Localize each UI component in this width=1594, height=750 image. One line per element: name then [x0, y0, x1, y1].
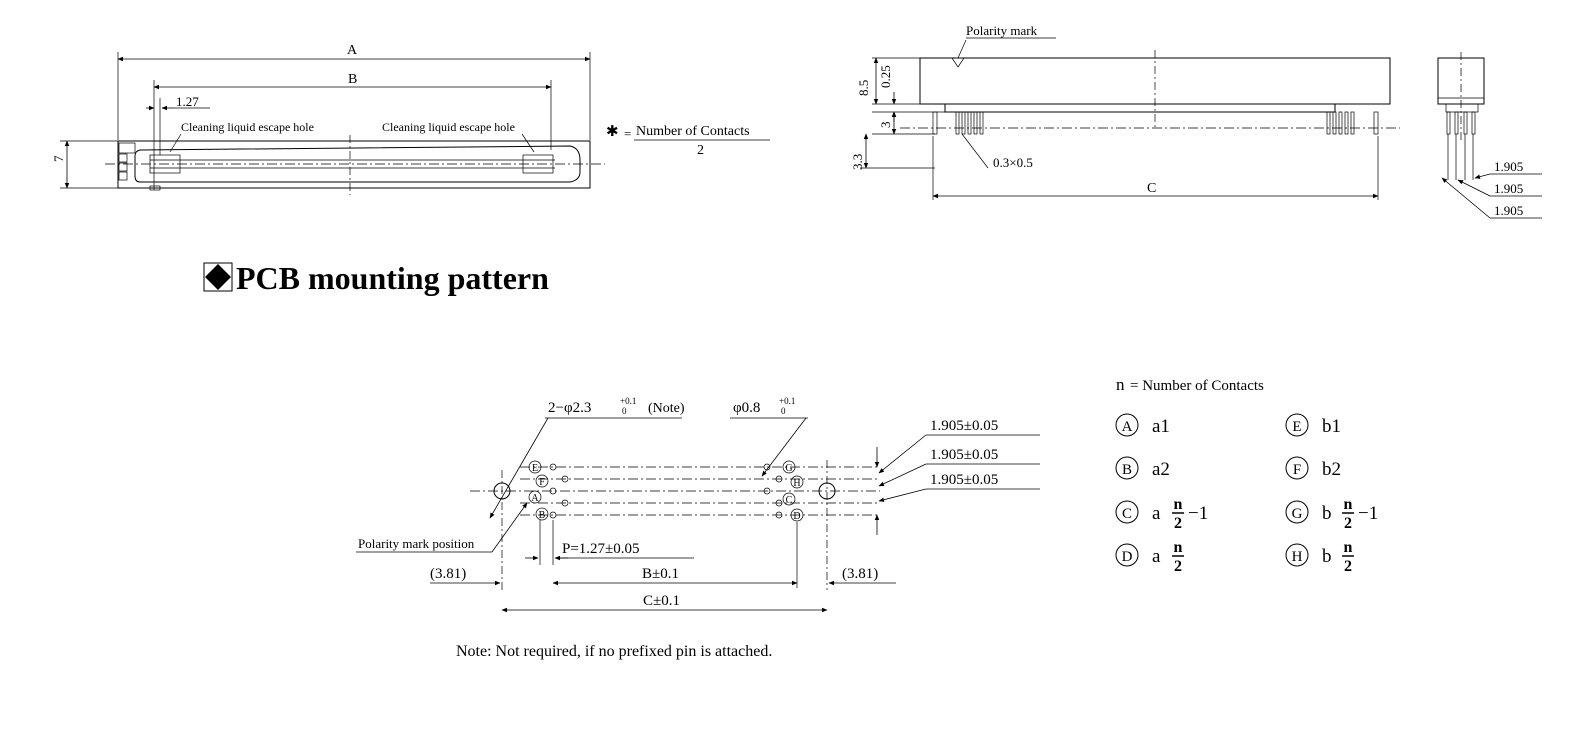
note-denominator: 2: [697, 143, 704, 158]
legend-item-b-prefix: a2: [1152, 459, 1170, 480]
legend-item-c-circle: [1115, 500, 1139, 524]
pitch-p-label: P=1.27±0.05: [562, 541, 640, 557]
legend-item-c-mark: C: [1122, 506, 1132, 522]
mount-note-label: (Note): [648, 401, 685, 416]
dim-b-label: B: [348, 72, 357, 87]
note-numerator: Number of Contacts: [636, 124, 750, 139]
dim-c-label: C: [1147, 181, 1156, 196]
cleaning-hole-right-label: Cleaning liquid escape hole: [382, 120, 515, 134]
end-pitch-3: 1.905: [1494, 203, 1523, 218]
pitch-127-label: 1.27: [176, 94, 199, 109]
row-pitch-2: 1.905±0.05: [930, 447, 998, 463]
legend-item-e-mark: E: [1292, 419, 1301, 435]
pcb-label-a: A: [531, 493, 539, 504]
legend-item-d-prefix: a: [1152, 546, 1161, 567]
polarity-mark-label: Polarity mark: [966, 23, 1038, 38]
pin-tol-lower: 0: [781, 406, 786, 416]
legend-item-b-mark: B: [1122, 462, 1132, 478]
pin-hole-label: φ0.8: [733, 400, 760, 416]
b-dim-label: B±0.1: [642, 566, 679, 582]
legend-item-h-frac-num: n: [1344, 539, 1353, 556]
side-view: Polarity mark: [850, 23, 1400, 200]
legend-item-a-mark: A: [1122, 419, 1133, 435]
legend-item-h-mark: H: [1292, 549, 1303, 565]
legend-item-c-frac-num: n: [1174, 496, 1183, 513]
polarity-position-label: Polarity mark position: [358, 536, 475, 551]
legend-item-e-circle: [1285, 413, 1309, 437]
legend-item-g-frac-num: n: [1344, 496, 1353, 513]
legend-item-f-circle: [1285, 456, 1309, 480]
dim-3-label: 3: [878, 122, 893, 129]
dim-025-label: 0.25: [878, 65, 893, 88]
legend-item-g-circle: [1285, 500, 1309, 524]
legend-item-a-prefix: a1: [1152, 416, 1170, 437]
diamond-icon: [205, 264, 231, 290]
legend-n-symbol: n: [1116, 375, 1125, 394]
pcb-label-f: F: [539, 477, 545, 488]
dim-33-label: 3.3: [850, 154, 865, 170]
legend-item-c-suffix: −1: [1188, 503, 1208, 524]
pcb-label-c: C: [786, 495, 793, 506]
legend-item-b-circle: [1115, 456, 1139, 480]
pin-tol-upper: +0.1: [779, 396, 795, 406]
mount-tol-lower: 0: [622, 406, 627, 416]
legend-item-d-mark: D: [1122, 549, 1133, 565]
section-heading: PCB mounting pattern: [203, 260, 549, 296]
legend-item-e-prefix: b1: [1322, 416, 1341, 437]
pcb-pattern: 2−φ2.3 +0.1 0 (Note) φ0.8 +0.1 0: [356, 396, 1040, 660]
legend-item-d-frac-den: 2: [1174, 558, 1182, 575]
offset-right-label: (3.81): [842, 566, 878, 582]
pcb-note: Note: Not required, if no prefixed pin i…: [456, 643, 772, 660]
c-dim-label: C±0.1: [643, 593, 680, 609]
legend-item-h-frac-den: 2: [1344, 558, 1352, 575]
row-pitch-1: 1.905±0.05: [930, 418, 998, 434]
pcb-label-b: B: [539, 510, 546, 521]
row-pitch-3: 1.905±0.05: [930, 472, 998, 488]
legend-item-c-prefix: a: [1152, 503, 1161, 524]
legend-item-g-mark: G: [1292, 506, 1303, 522]
section-title: PCB mounting pattern: [236, 260, 549, 296]
note-equals: =: [624, 126, 631, 141]
end-pitch-1: 1.905: [1494, 159, 1523, 174]
legend-item-h-circle: [1285, 543, 1309, 567]
legend-item-a-circle: [1115, 413, 1139, 437]
legend-item-g-prefix: b: [1322, 503, 1332, 524]
legend-item-d-frac-num: n: [1174, 539, 1183, 556]
legend-item-c-frac-den: 2: [1174, 515, 1182, 532]
legend-n-definition: = Number of Contacts: [1130, 378, 1264, 394]
legend-item-f-mark: F: [1293, 462, 1301, 478]
legend-item-d-circle: [1115, 543, 1139, 567]
top-view: A B 1.27 Cleaning liquid escape hole Cle…: [51, 43, 770, 195]
pcb-label-e: E: [532, 463, 538, 474]
pin-size-label: 0.3×0.5: [993, 155, 1033, 170]
cleaning-hole-left-label: Cleaning liquid escape hole: [181, 120, 314, 134]
end-pitch-2: 1.905: [1494, 181, 1523, 196]
pcb-label-d: D: [793, 511, 800, 522]
pcb-label-h: H: [793, 478, 800, 489]
legend-item-h-prefix: b: [1322, 546, 1332, 567]
note-star: ✱: [606, 124, 619, 140]
dim-a-label: A: [347, 43, 358, 58]
legend-item-g-frac-den: 2: [1344, 515, 1352, 532]
legend-item-g-suffix: −1: [1358, 503, 1378, 524]
pcb-label-g: G: [785, 463, 792, 474]
mount-tol-upper: +0.1: [620, 396, 636, 406]
end-view: 1.905 1.905 1.905: [1437, 52, 1542, 219]
legend-item-f-prefix: b2: [1322, 459, 1341, 480]
mount-hole-label: 2−φ2.3: [548, 400, 591, 416]
dim-85-label: 8.5: [856, 80, 871, 96]
offset-left-label: (3.81): [430, 566, 466, 582]
dim-7-label: 7: [51, 155, 66, 162]
